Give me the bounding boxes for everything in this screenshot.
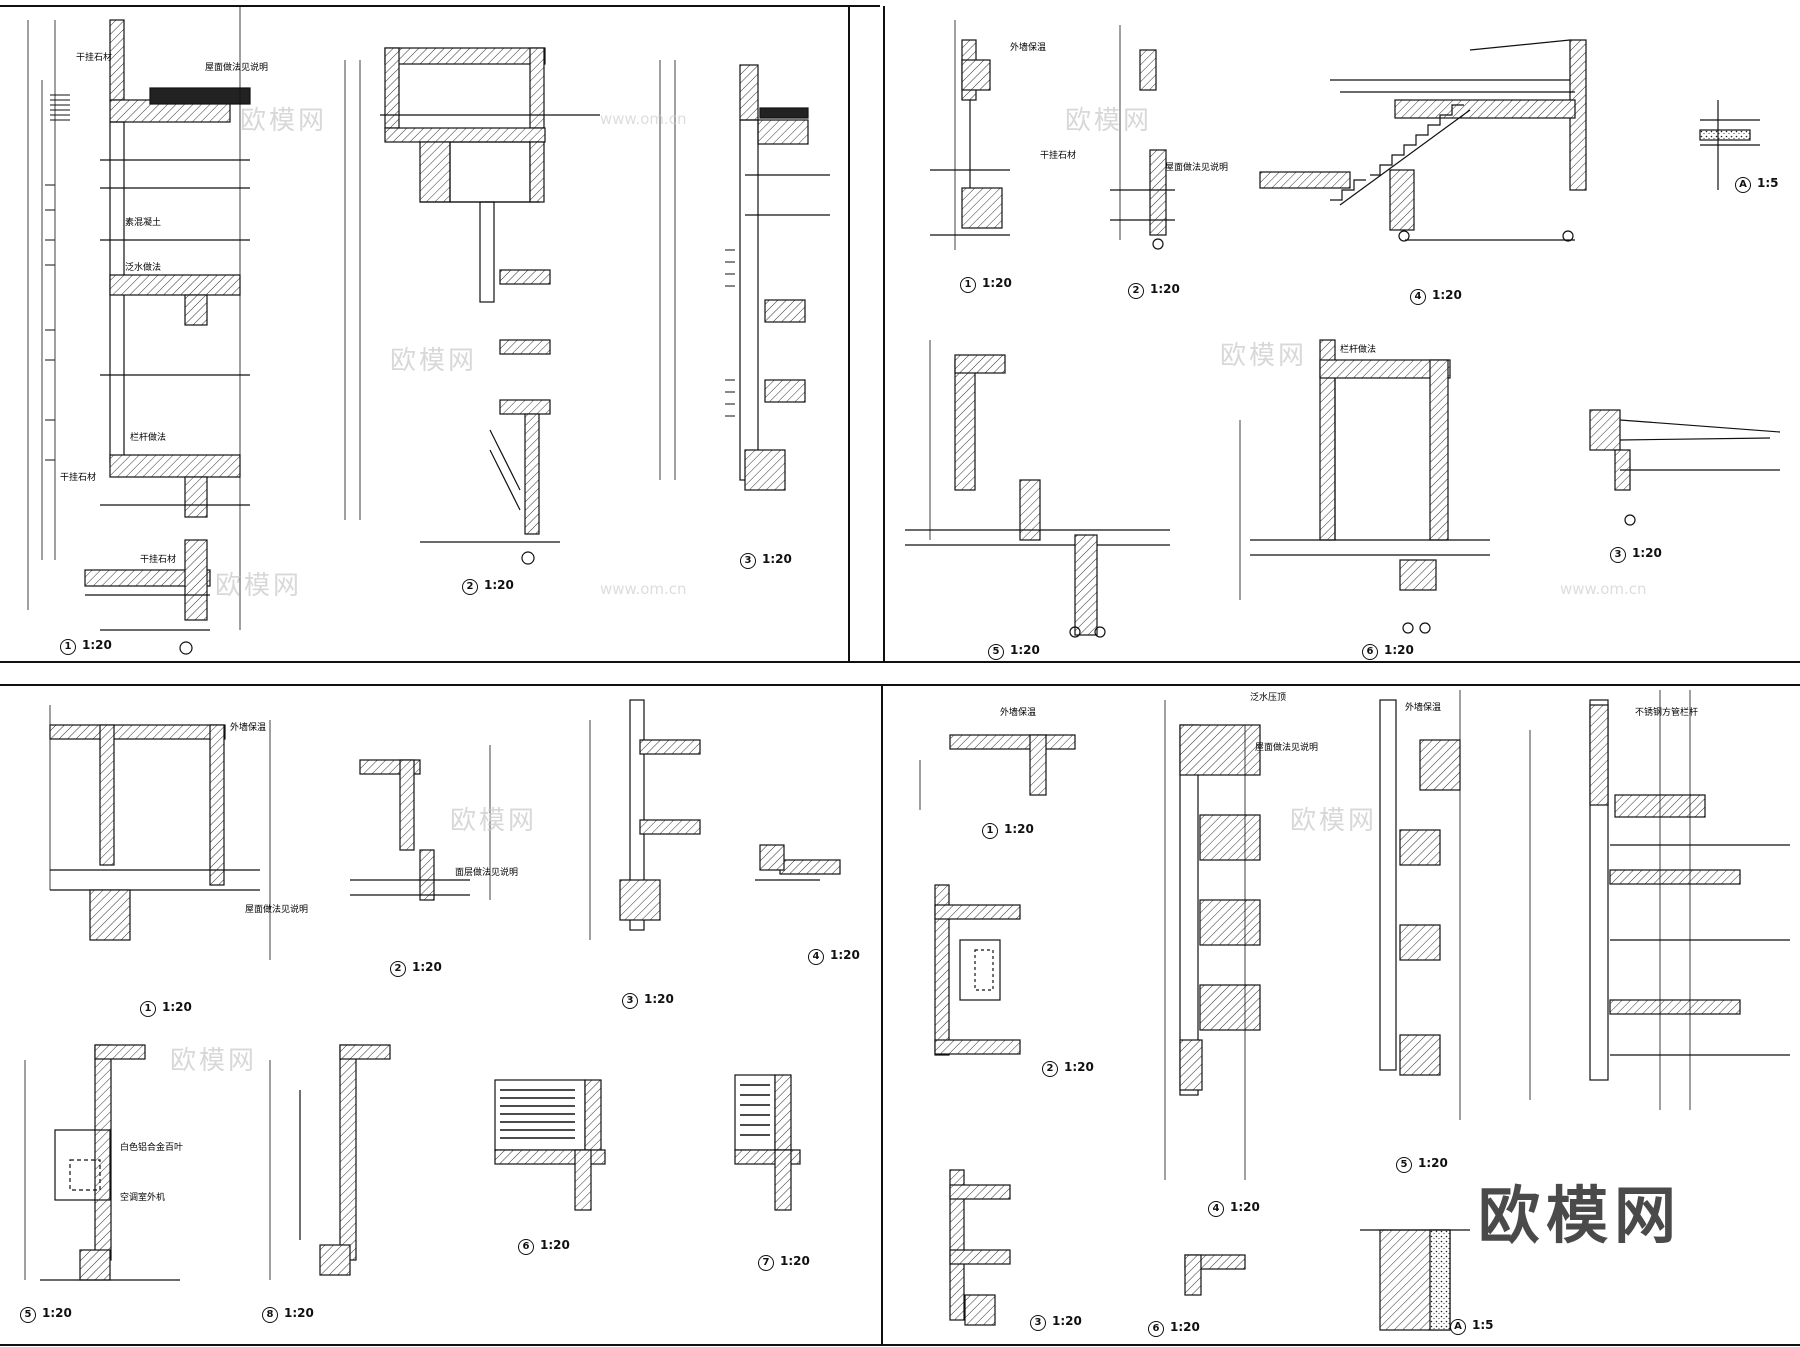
watermark-text: 欧模网: [1220, 341, 1308, 371]
annotation-label: 干挂石材: [1040, 151, 1077, 161]
panel-4-drawings: [919, 690, 1790, 1331]
annotation-label: 不锈钢方管栏杆: [1635, 708, 1699, 718]
annotation-label: 白色铝合金百叶: [120, 1143, 184, 1153]
annotation-label: 屋面做法见说明: [1255, 743, 1319, 753]
annotation-label: 屋面做法见说明: [205, 63, 269, 73]
watermark-text: 欧模网: [170, 1046, 258, 1076]
panel-1-drawings: [27, 6, 830, 655]
annotation-label: 屋面做法见说明: [1165, 163, 1229, 173]
annotation-label: 外墙保温: [230, 723, 267, 733]
annotation-label: 面层做法见说明: [455, 868, 519, 878]
watermark-text: 欧模网: [1290, 806, 1378, 836]
watermark-url: www.om.cn: [1560, 580, 1647, 598]
watermark-url: www.om.cn: [600, 110, 687, 128]
annotation-label: 空调室外机: [120, 1193, 166, 1203]
watermark-text: 欧模网: [240, 106, 328, 136]
panel-frames: [0, 5, 1800, 1346]
panel-3-drawings: [24, 699, 841, 1281]
annotation-label: 干挂石材: [60, 473, 97, 483]
annotation-label: 泛水做法: [125, 263, 162, 273]
annotation-label: 干挂石材: [140, 555, 177, 565]
annotation-label: 屋面做法见说明: [245, 905, 309, 915]
annotation-label: 外墙保温: [1000, 708, 1037, 718]
watermark-text: 欧模网: [215, 571, 303, 601]
watermark-text: 欧模网: [1065, 106, 1153, 136]
watermark-url: www.om.cn: [600, 580, 687, 598]
annotation-label: 泛水压顶: [1250, 693, 1287, 703]
annotation-label: 干挂石材: [76, 53, 113, 63]
annotation-label: 栏杆做法: [1340, 345, 1377, 355]
watermark-text: 欧模网: [390, 346, 478, 376]
watermark-brand-logo: 欧模网: [1478, 1179, 1683, 1252]
watermark-text: 欧模网: [450, 806, 538, 836]
annotation-label: 栏杆做法: [130, 433, 167, 443]
annotation-label: 素混凝土: [125, 218, 162, 228]
panel-2-drawings: [905, 20, 1781, 638]
annotation-label: 外墙保温: [1405, 703, 1442, 713]
annotation-label: 外墙保温: [1010, 43, 1047, 53]
